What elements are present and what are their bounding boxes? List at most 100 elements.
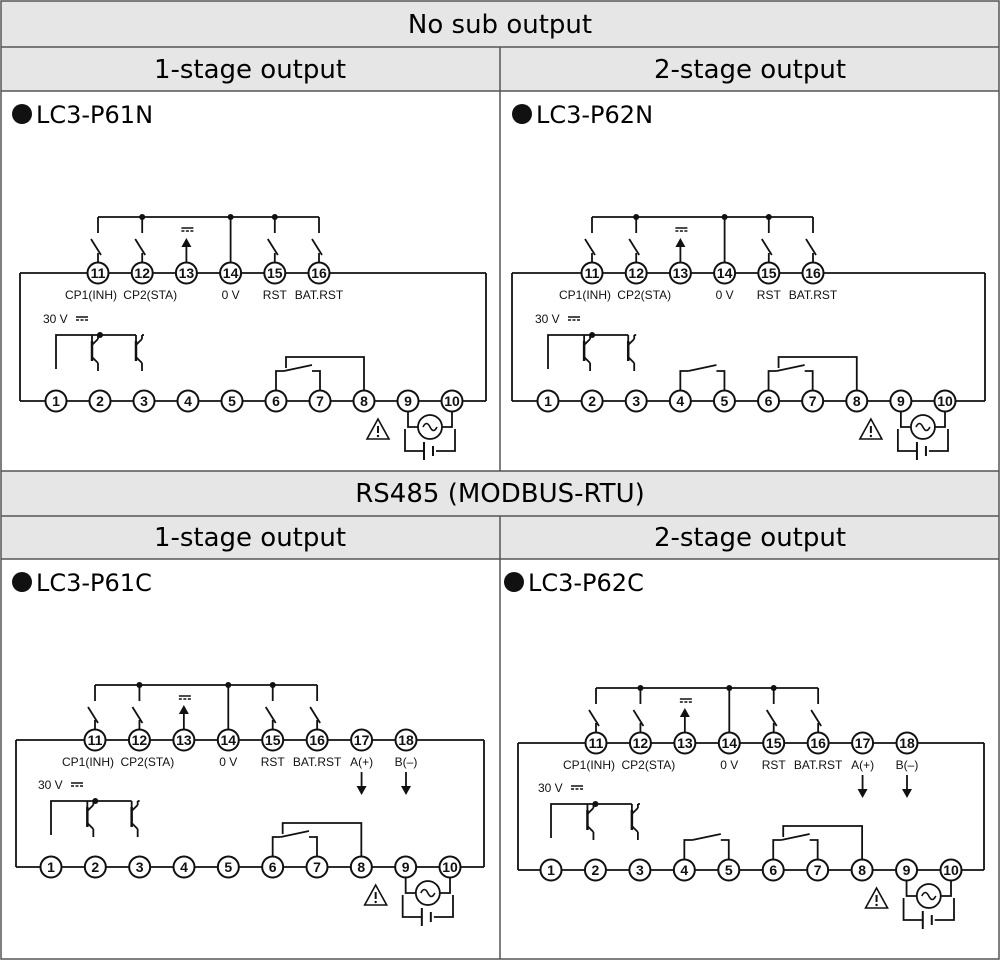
column-heading: 2-stage output <box>654 55 846 85</box>
terminal-circle <box>624 261 648 285</box>
switch-contact <box>628 238 640 256</box>
terminal-label: RST <box>261 755 286 769</box>
arrow-up-icon <box>178 705 189 714</box>
section-title: RS485 (MODBUS-RTU) <box>355 479 645 509</box>
terminal-circle <box>668 261 692 285</box>
battery-wire <box>433 895 454 918</box>
terminal-label: CP2(STA) <box>121 755 175 769</box>
terminal-number: 3 <box>632 393 640 409</box>
relay-common-wire <box>285 356 365 391</box>
terminal-label: A(+) <box>350 755 373 769</box>
terminal-label: CP2(STA) <box>617 288 671 302</box>
terminal-label: 0 V <box>222 288 240 302</box>
terminal-number: 18 <box>398 732 414 748</box>
terminal-number: 14 <box>220 732 236 748</box>
terminal-number: 13 <box>677 735 693 751</box>
terminal-circle <box>628 731 652 755</box>
battery-wire <box>902 898 923 921</box>
transistor-icon <box>86 822 94 830</box>
model-title: LC3-P62N <box>512 101 653 129</box>
terminal-circle <box>895 731 919 755</box>
terminal-number: 8 <box>360 393 368 409</box>
terminal-number: 8 <box>357 859 365 875</box>
terminal-label: BAT.RST <box>789 288 838 302</box>
terminal-label: RST <box>263 288 288 302</box>
switch-contact <box>87 706 99 724</box>
sensor-voltage: 30 V <box>43 312 68 326</box>
terminal-number: 8 <box>853 393 861 409</box>
terminal-circle <box>717 731 741 755</box>
terminal-number: 16 <box>805 265 821 281</box>
switch-contact <box>761 238 773 256</box>
terminal-circle <box>757 261 781 285</box>
model-title: LC3-P61N <box>12 101 153 129</box>
terminal-circle <box>86 261 110 285</box>
section-header-bg <box>1 471 999 516</box>
terminal-number: 13 <box>176 732 192 748</box>
column-heading: 1-stage output <box>154 55 346 85</box>
power-wire <box>404 877 416 894</box>
terminal-number: 17 <box>855 735 871 751</box>
terminal-circle <box>536 389 560 413</box>
column-header-bg <box>1 47 500 91</box>
terminal-number: 17 <box>354 732 370 748</box>
terminal-label: CP1(INH) <box>65 288 117 302</box>
transistor-icon <box>583 356 591 364</box>
relay-wire <box>312 370 321 391</box>
terminal-number: 5 <box>224 859 232 875</box>
relay-contact <box>688 364 717 372</box>
output-common-wire <box>50 800 132 835</box>
terminal-number: 16 <box>810 735 826 751</box>
terminal-number: 7 <box>809 393 817 409</box>
terminal-number: 4 <box>180 859 188 875</box>
relay-contact <box>280 830 310 838</box>
terminal-number: 7 <box>814 862 822 878</box>
terminal-number: 4 <box>676 393 684 409</box>
terminal-circle <box>263 261 287 285</box>
terminal-label: BAT.RST <box>295 288 344 302</box>
terminal-circle <box>83 855 107 879</box>
terminal-circle <box>219 261 243 285</box>
transistor-icon <box>631 825 639 833</box>
terminal-circle <box>851 731 875 755</box>
warning-icon <box>376 434 380 438</box>
switch-contact <box>134 238 146 256</box>
terminal-number: 1 <box>47 859 55 875</box>
terminal-number: 14 <box>717 265 733 281</box>
terminal-label: 0 V <box>219 755 237 769</box>
terminal-number: 12 <box>628 265 644 281</box>
terminal-number: 2 <box>592 862 600 878</box>
sensor-voltage: 30 V <box>538 781 563 795</box>
battery-wire <box>928 429 949 452</box>
warning-icon <box>875 903 878 907</box>
transistor-icon <box>91 338 99 346</box>
terminal-label: 0 V <box>720 758 738 772</box>
sine-wave-icon <box>915 422 931 432</box>
relay-common-wire <box>782 825 864 860</box>
transistor-icon <box>627 356 635 364</box>
terminal-number: 15 <box>761 265 777 281</box>
relay-common-wire <box>777 356 858 391</box>
warning-icon <box>374 900 377 904</box>
terminal-number: 9 <box>404 393 412 409</box>
model-name: LC3-P61C <box>36 569 152 597</box>
bullet-icon <box>512 104 532 124</box>
terminal-number: 14 <box>721 735 737 751</box>
terminal-circle <box>580 389 604 413</box>
arrow-up-icon <box>675 238 686 247</box>
relay-contact <box>776 364 805 372</box>
terminal-number: 9 <box>903 862 911 878</box>
terminal-circle <box>127 728 151 752</box>
switch-contact <box>632 709 645 727</box>
transistor-icon <box>131 822 139 830</box>
model-title: LC3-P61C <box>12 569 152 597</box>
relay-wire <box>804 370 814 391</box>
terminal-number: 1 <box>52 393 60 409</box>
terminal-circle <box>584 731 608 755</box>
terminal-number: 10 <box>442 859 458 875</box>
relay-wire <box>809 839 819 860</box>
